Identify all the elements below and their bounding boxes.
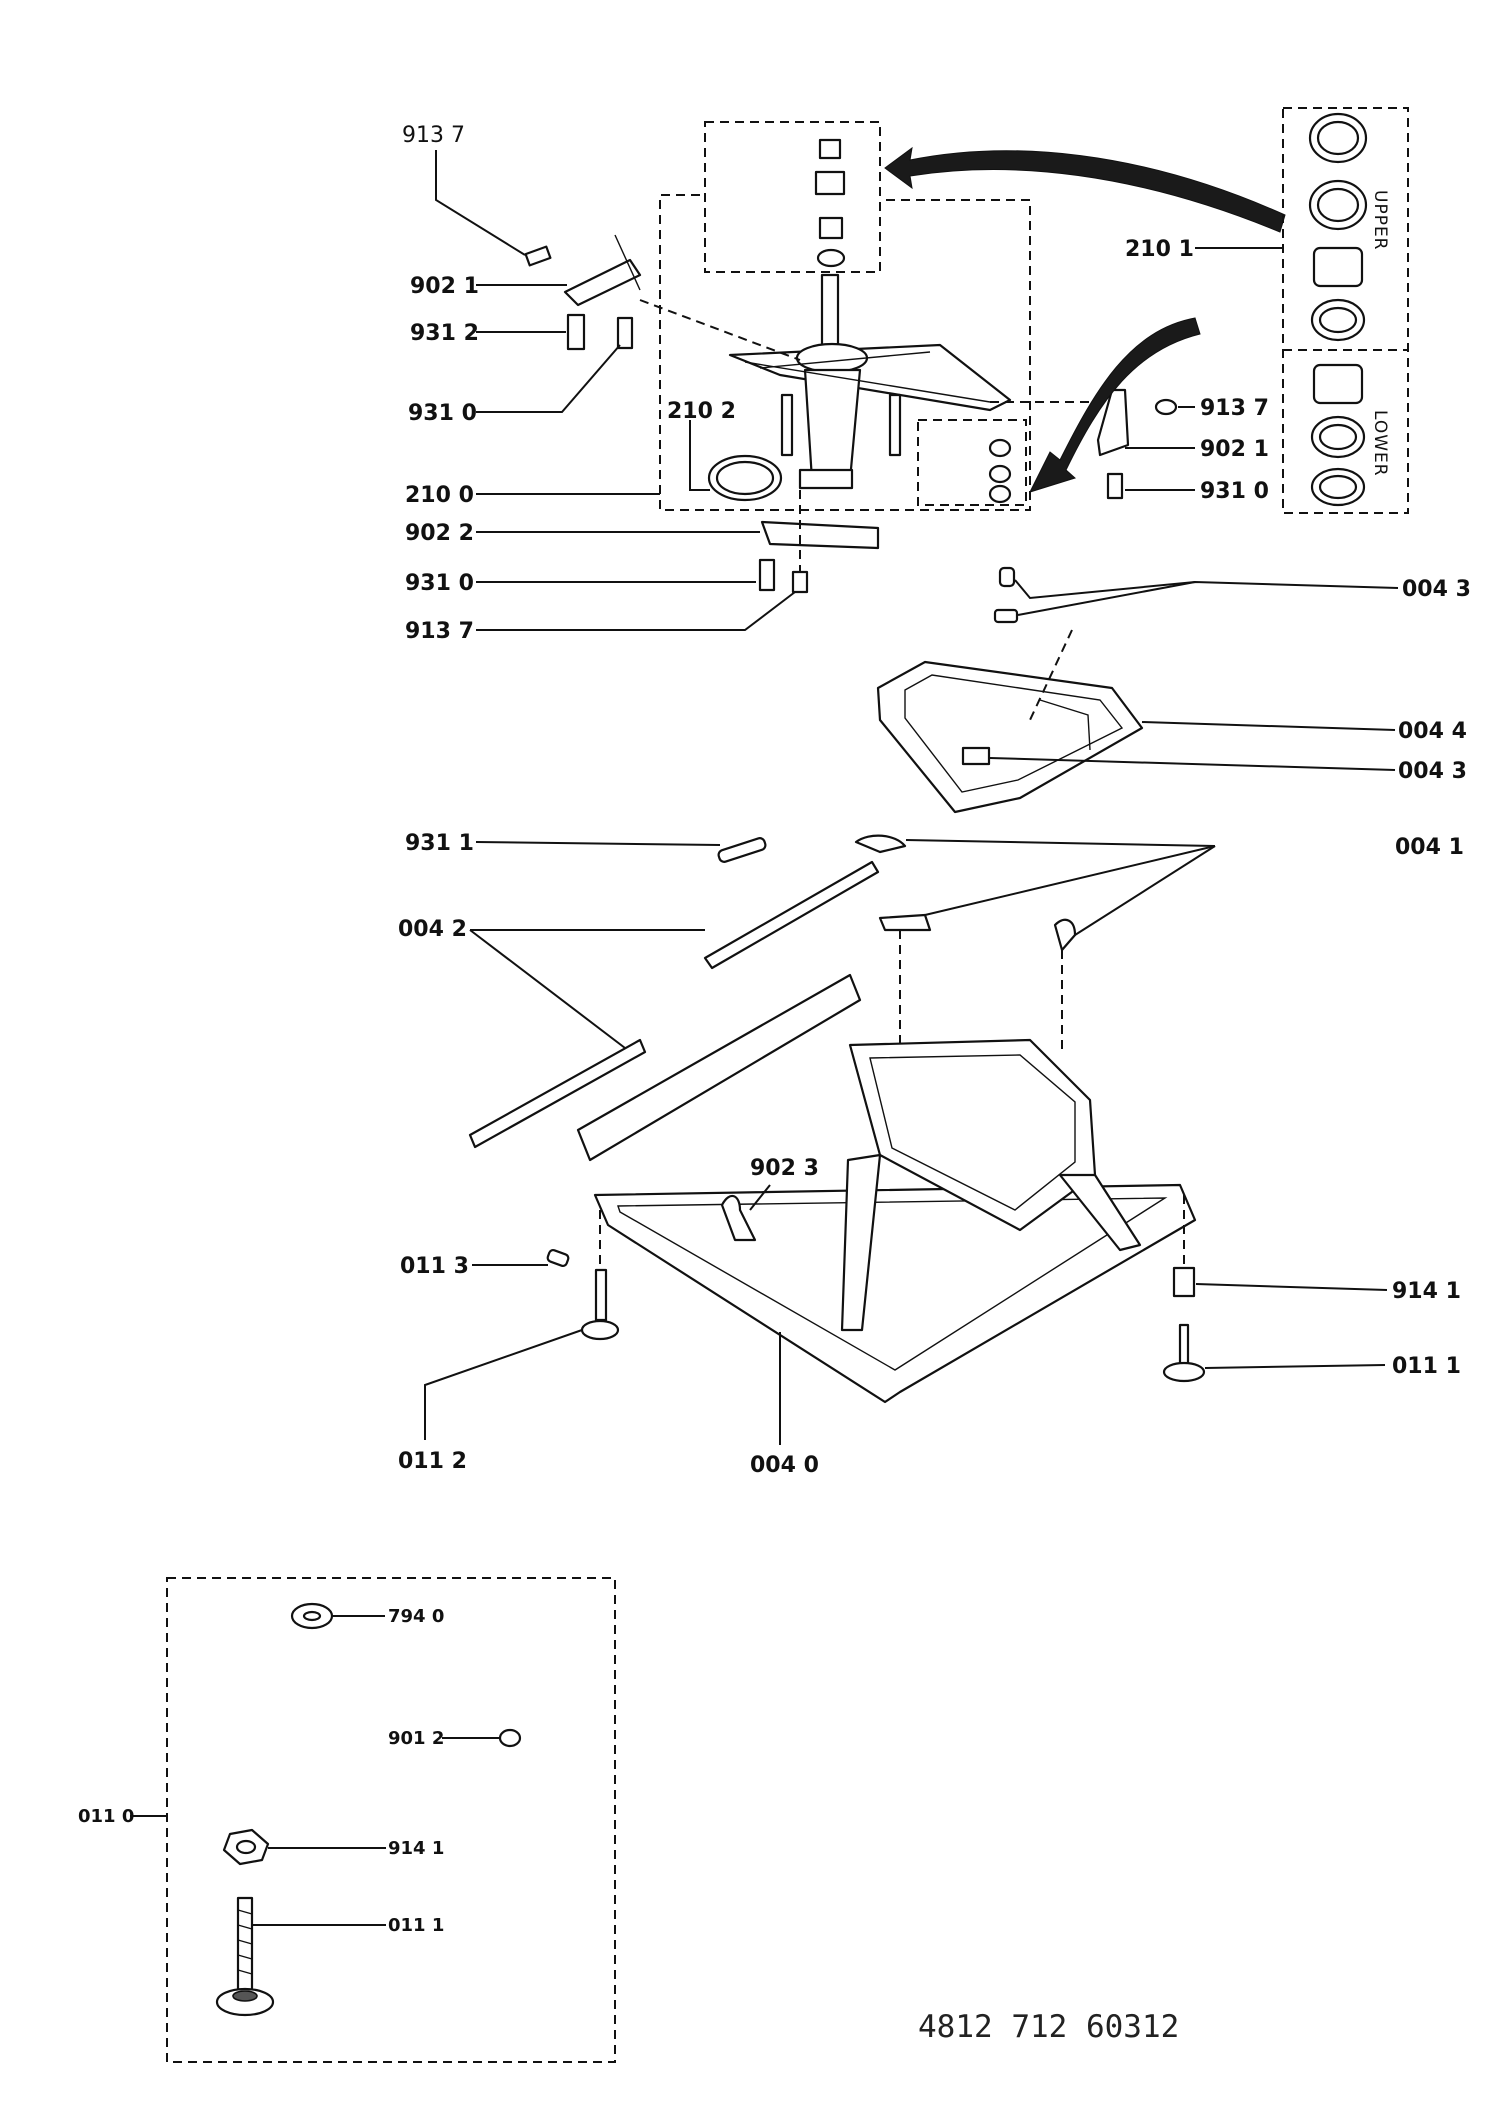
spider-tripod-part xyxy=(728,273,1012,490)
label-011-3: 011 3 xyxy=(400,1254,469,1279)
upper-stack-parts xyxy=(814,138,846,268)
leveling-feet xyxy=(546,1195,1206,1383)
part-labels: 913 7 902 1 931 2 931 0 210 2 210 0 902 … xyxy=(398,123,1471,1478)
washer-part xyxy=(290,1602,334,1630)
label-011-0: 011 0 xyxy=(78,1806,134,1827)
upper-bearing-assembly: UPPER LOWER xyxy=(524,107,1409,594)
nut-part xyxy=(222,1828,270,1866)
left-bracket-part xyxy=(524,234,801,361)
label-011-2: 011 2 xyxy=(398,1449,467,1474)
label-902-1-left: 902 1 xyxy=(410,274,479,299)
label-913-7-right: 913 7 xyxy=(1200,396,1269,421)
label-210-2: 210 2 xyxy=(667,399,736,424)
lower-bracket-part xyxy=(758,490,880,594)
inner-bushing-parts xyxy=(988,438,1012,504)
label-902-1-right: 902 1 xyxy=(1200,437,1269,462)
label-914-1-box: 914 1 xyxy=(388,1838,444,1859)
label-004-3-top: 004 3 xyxy=(1402,577,1471,602)
right-bracket-part xyxy=(990,388,1178,500)
label-004-1: 004 1 xyxy=(1395,835,1464,860)
leader-lines xyxy=(424,150,1399,1445)
label-210-1: 210 1 xyxy=(1125,237,1194,262)
clip-part xyxy=(498,1728,522,1748)
label-931-0-left: 931 0 xyxy=(408,401,477,426)
label-004-3-mid: 004 3 xyxy=(1398,759,1467,784)
foot-kit-box: 794 0 901 2 011 0 914 1 011 1 xyxy=(78,1577,616,2063)
seal-ring-part xyxy=(707,454,783,502)
label-004-2: 004 2 xyxy=(398,917,467,942)
label-931-0-mid: 931 0 xyxy=(405,571,474,596)
label-902-2: 902 2 xyxy=(405,521,474,546)
label-931-1: 931 1 xyxy=(405,831,474,856)
label-794-0: 794 0 xyxy=(388,1606,444,1627)
label-011-1-right: 011 1 xyxy=(1392,1354,1461,1379)
bearing-kit-box: UPPER LOWER xyxy=(1282,107,1409,514)
lower-label: LOWER xyxy=(1370,410,1390,477)
label-913-7-mid: 913 7 xyxy=(405,619,474,644)
label-931-0-right: 931 0 xyxy=(1200,479,1269,504)
leveling-bolt-part xyxy=(215,1896,275,2017)
upper-label: UPPER xyxy=(1370,190,1390,251)
label-004-0: 004 0 xyxy=(750,1453,819,1478)
base-frame-part xyxy=(576,930,1197,1404)
document-number: 4812 712 60312 xyxy=(918,2009,1179,2045)
label-011-1-box: 011 1 xyxy=(388,1915,444,1936)
label-914-1-right: 914 1 xyxy=(1392,1279,1461,1304)
arrow-upper xyxy=(884,146,1286,233)
upper-frame-part xyxy=(876,629,1144,814)
label-931-2: 931 2 xyxy=(410,321,479,346)
label-210-0: 210 0 xyxy=(405,483,474,508)
middle-frame-assembly xyxy=(468,566,1197,1404)
label-913-7-top: 913 7 xyxy=(402,123,465,148)
label-004-4: 004 4 xyxy=(1398,719,1467,744)
label-901-2: 901 2 xyxy=(388,1728,444,1749)
label-902-3: 902 3 xyxy=(750,1156,819,1181)
arrow-lower xyxy=(1029,317,1201,493)
